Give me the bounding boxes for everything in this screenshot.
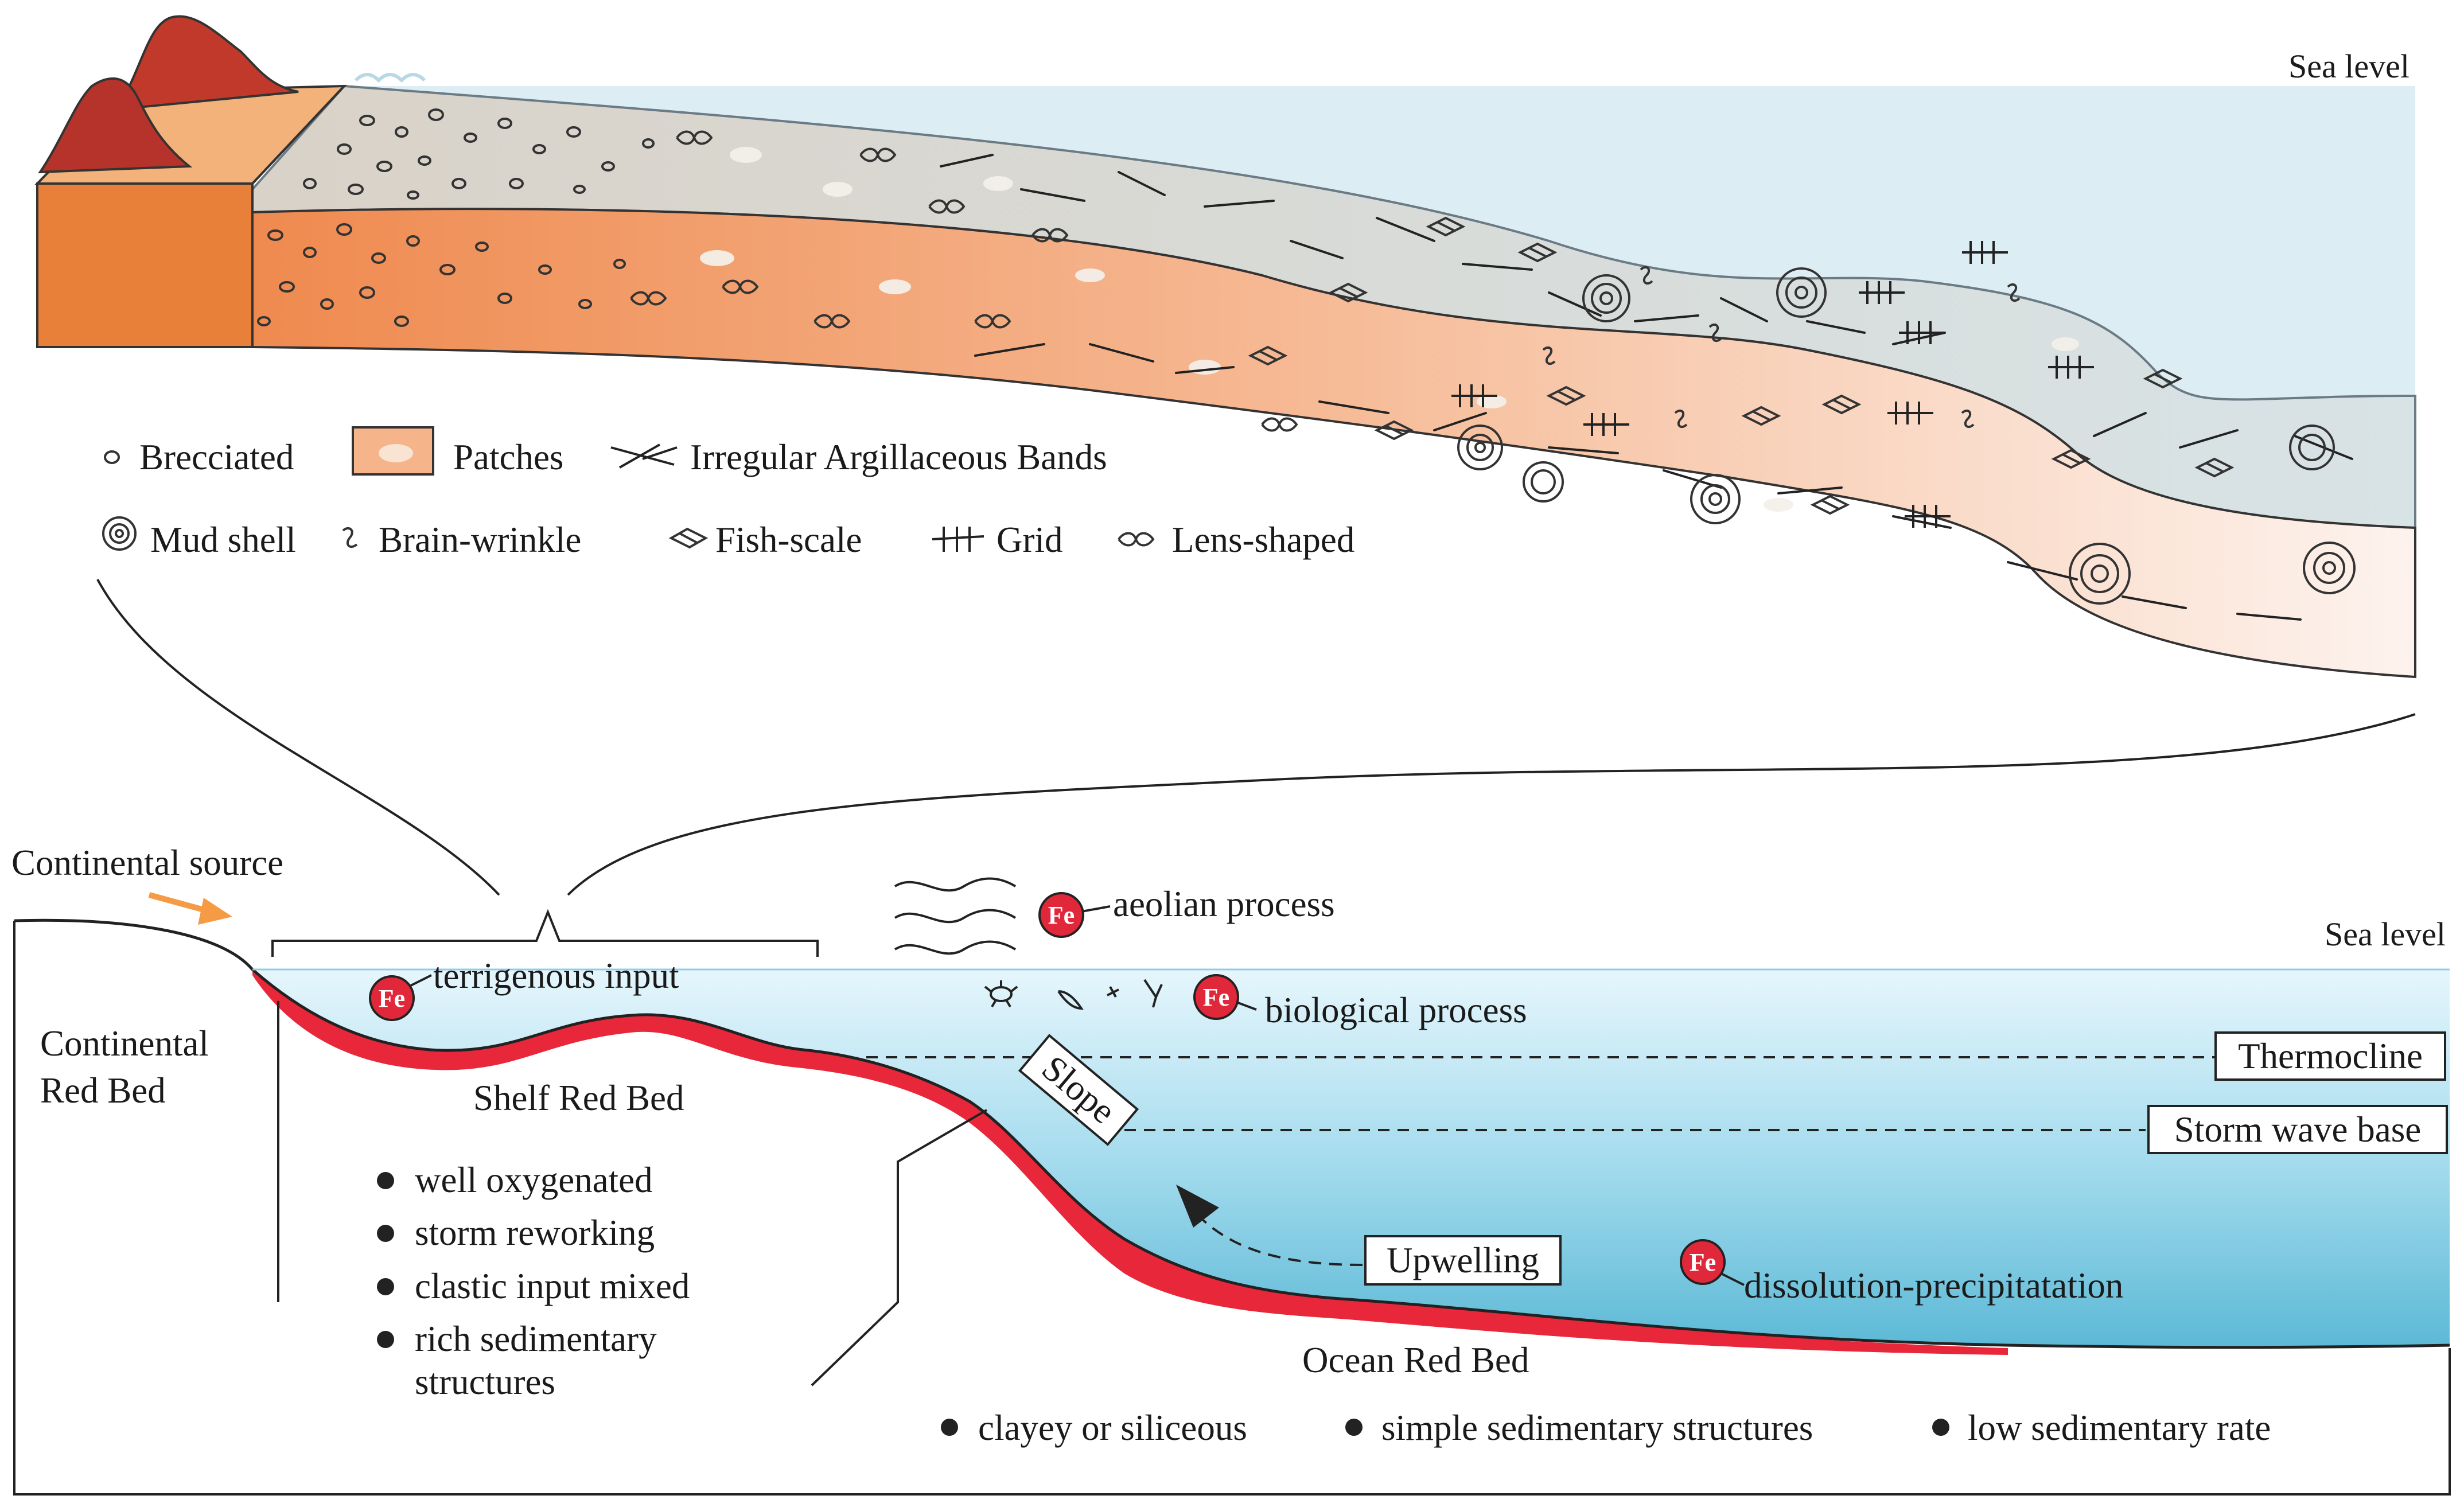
legend-item-argillaceous: Irregular Argillaceous Bands: [610, 437, 1107, 477]
brain-wrinkle-icon: [342, 527, 358, 548]
continent-block-front: [36, 182, 254, 348]
brain-wrinkle-marks: [1542, 266, 2021, 429]
shore-waves: [354, 73, 426, 83]
fe-label-dissolution: Fe: [1690, 1248, 1716, 1276]
thermocline-box: Thermocline: [2214, 1031, 2446, 1081]
legend-label-brecciated: Brecciated: [139, 437, 294, 477]
grid-marks: [1451, 241, 2094, 528]
zoom-connector-left: [96, 579, 500, 896]
ocean-red-bed-title: Ocean Red Bed: [1302, 1340, 1529, 1380]
continental-red-bed-line1: Continental: [40, 1023, 209, 1064]
breccia-clasts-grey: [303, 108, 655, 200]
mud-shell-marks: [1457, 267, 2356, 605]
thermocline-label: Thermocline: [2238, 1036, 2423, 1076]
upwelling-arrow: [1198, 1215, 1363, 1266]
legend-item-patches: Patches: [352, 426, 563, 477]
wind-icon: [894, 877, 1017, 955]
lower-cross-section: [13, 877, 2451, 1496]
lower-frame: [13, 921, 2451, 1496]
ocean-water: [252, 969, 2450, 1347]
upwelling-box: Upwelling: [1364, 1235, 1562, 1286]
aeolian-process-label: aeolian process: [1113, 884, 1335, 924]
fish-scale-marks: [1248, 216, 2235, 515]
legend-item-brecciated: Brecciated: [104, 437, 294, 477]
shelf-bullet-1: well oxygenated: [415, 1160, 653, 1200]
argillaceous-bands-icon: [610, 443, 678, 469]
organism-icons: [984, 979, 1163, 1010]
shelf-bullet-4-cont: structures: [415, 1362, 555, 1402]
legend-label-brain-wrinkle: Brain-wrinkle: [379, 520, 581, 560]
continental-red-bed-line2: Red Bed: [40, 1070, 166, 1111]
legend-label-patches: Patches: [453, 437, 563, 477]
upwelling-arrowhead: [1176, 1185, 1219, 1228]
legend-item-grid: Grid: [932, 520, 1062, 560]
land-surface: [14, 918, 2450, 1349]
zoom-connector-right: [567, 713, 2416, 896]
fe-marker-dissolution: Fe: [1680, 1239, 1745, 1286]
continental-source-label: Continental source: [11, 843, 283, 883]
legend-label-argillaceous: Irregular Argillaceous Bands: [690, 437, 1107, 477]
mud-shell-icon: [102, 516, 137, 551]
brecciated-icon: [104, 450, 120, 464]
lower-sea-level-label: Sea level: [2325, 916, 2446, 953]
breccia-clasts-orange: [257, 223, 626, 327]
legend-item-lens-shaped: Lens-shaped: [1118, 520, 1354, 560]
lens-shaped-icon: [1118, 532, 1155, 547]
patches-marks: [700, 147, 2079, 512]
storm-wave-base-label: Storm wave base: [2174, 1109, 2421, 1150]
upper-block-diagram: [34, 15, 2416, 679]
fe-marker-terrigenous: Fe: [369, 974, 432, 1021]
continent-block-side-edge: [251, 85, 345, 212]
fe-label-biological: Fe: [1203, 983, 1229, 1011]
fish-scale-icon: [668, 527, 709, 549]
continental-source-arrowhead: [198, 898, 232, 925]
volcano-back: [119, 15, 299, 111]
shelf-red-bed-bullets: well oxygenated storm reworking clastic …: [377, 1160, 690, 1402]
legend-label-lens-shaped: Lens-shaped: [1172, 520, 1354, 560]
ocean-bullet-2: simple sedimentary structures: [1381, 1408, 1813, 1448]
fe-marker-biological: Fe: [1193, 974, 1257, 1020]
shelf-bullet-4: rich sedimentary: [415, 1319, 657, 1359]
legend: Brecciated Patches Irregular Argillaceou…: [102, 426, 1354, 560]
storm-wave-base-box: Storm wave base: [2147, 1105, 2448, 1154]
volcano-front: [38, 77, 193, 174]
biological-process-label: biological process: [1265, 990, 1527, 1030]
shelf-bullet-3: clastic input mixed: [415, 1266, 690, 1306]
shelf-bullet-2: storm reworking: [415, 1213, 655, 1253]
legend-label-grid: Grid: [997, 520, 1062, 560]
dissolution-precipitation-label: dissolution-precipitatation: [1744, 1265, 2123, 1306]
ocean-bullet-1: clayey or siliceous: [978, 1408, 1247, 1448]
slope-leader: [811, 1109, 988, 1387]
terrigenous-input-label: terrigenous input: [433, 956, 679, 996]
upper-sea-level-label: Sea level: [2288, 48, 2409, 85]
fe-marker-aeolian: Fe: [1038, 892, 1111, 938]
legend-label-fish-scale: Fish-scale: [715, 520, 862, 560]
ocean-bullet-3: low sedimentary rate: [1968, 1408, 2271, 1448]
legend-item-mud-shell: Mud shell: [102, 516, 296, 560]
legend-label-mud-shell: Mud shell: [150, 520, 296, 560]
shelf-red-bed-title: Shelf Red Bed: [473, 1078, 684, 1118]
upper-orange-layer: [251, 208, 2416, 679]
shelf-bracket: [271, 909, 819, 957]
lens-shaped-marks: [630, 130, 1298, 432]
legend-item-brain-wrinkle: Brain-wrinkle: [342, 520, 581, 560]
fe-label-aeolian: Fe: [1048, 901, 1075, 929]
ocean-red-bed-bullets: clayey or siliceous simple sedimentary s…: [941, 1408, 2271, 1448]
fe-label-terrigenous: Fe: [379, 984, 405, 1012]
upwelling-label: Upwelling: [1387, 1240, 1539, 1280]
grid-icon: [932, 527, 984, 552]
legend-item-fish-scale: Fish-scale: [668, 520, 862, 560]
